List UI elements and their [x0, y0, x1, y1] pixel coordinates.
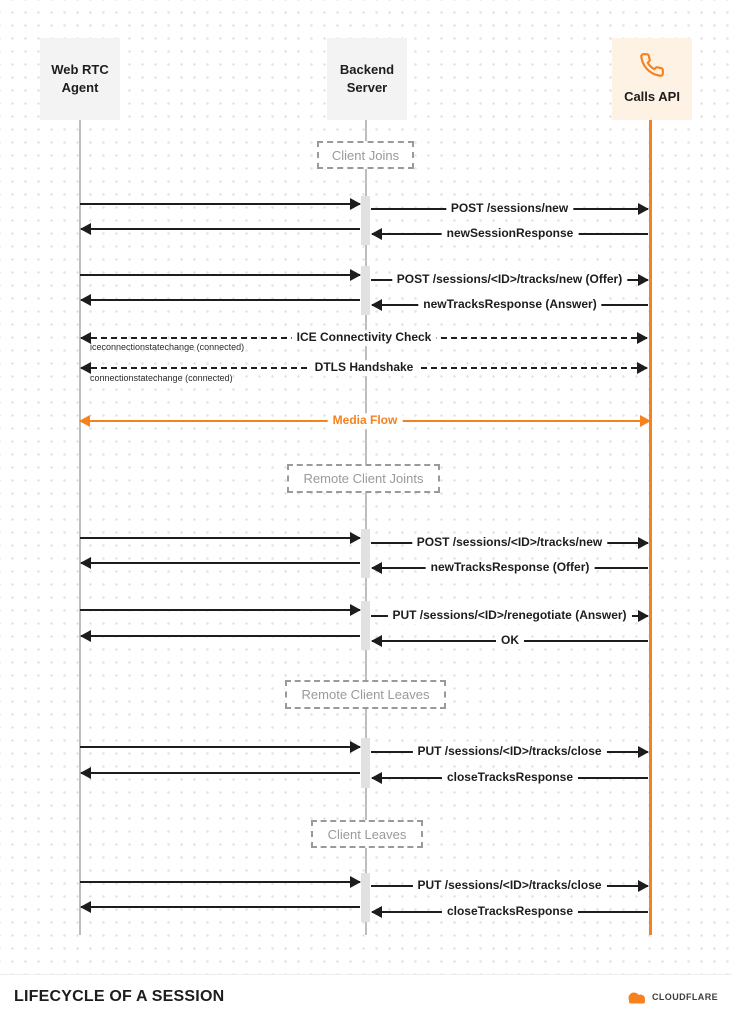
arrow-line — [80, 881, 360, 883]
cloudflare-cloud-icon — [628, 992, 645, 1004]
msg-label: PUT /sessions/<ID>/tracks/close — [412, 878, 607, 894]
activation-bar — [361, 873, 370, 922]
arrowhead-left-icon — [371, 906, 382, 918]
actor-calls-api: Calls API — [612, 38, 692, 120]
activation-bar — [361, 196, 370, 245]
arrowhead-right-icon — [350, 198, 361, 210]
arrowhead-right-icon — [640, 415, 651, 427]
arrowhead-left-icon — [80, 557, 91, 569]
activation-bar — [361, 601, 370, 650]
lifeline-web-rtc-agent — [79, 120, 81, 935]
arrowhead-right-icon — [638, 746, 649, 758]
msg-label: OK — [496, 633, 524, 649]
msg-label: POST /sessions/new — [445, 201, 574, 217]
section-label: Remote Client Joints — [303, 471, 424, 486]
actor-label-calls-api: Calls API — [624, 89, 680, 105]
msg-label: POST /sessions/<ID>/tracks/new — [411, 535, 608, 551]
section-label: Client Joins — [331, 147, 400, 163]
msg-label: PUT /sessions/<ID>/tracks/close — [412, 744, 607, 760]
arrowhead-left-icon — [371, 772, 382, 784]
msg-label: ICE Connectivity Check — [291, 330, 437, 346]
msg-label: DTLS Handshake — [309, 360, 419, 376]
activation-bar — [361, 738, 370, 788]
section-remote-client-joints: Remote Client Joints — [287, 464, 440, 493]
arrowhead-left-icon — [80, 294, 91, 306]
arrowhead-left-icon — [371, 299, 382, 311]
cloudflare-logo: CLOUDFLARE — [626, 990, 718, 1004]
arrowhead-left-icon — [80, 767, 91, 779]
arrowhead-left-icon — [80, 362, 91, 374]
actor-label-web-rtc-agent: Web RTC Agent — [51, 62, 109, 95]
arrowhead-left-icon — [79, 415, 90, 427]
arrow-line — [81, 635, 360, 637]
section-label: Client Leaves — [327, 826, 407, 842]
arrow-line — [81, 772, 360, 774]
page-title: LIFECYCLE OF A SESSION — [14, 988, 225, 1005]
phone-icon — [639, 52, 665, 83]
arrowhead-left-icon — [371, 228, 382, 240]
section-remote-client-leaves: Remote Client Leaves — [285, 680, 446, 709]
arrowhead-right-icon — [350, 876, 361, 888]
arrowhead-left-icon — [371, 635, 382, 647]
msg-label: newTracksResponse (Offer) — [425, 560, 595, 576]
msg-label: POST /sessions/<ID>/tracks/new (Offer) — [391, 272, 628, 288]
arrowhead-right-icon — [350, 269, 361, 281]
activation-bar — [361, 266, 370, 315]
msg-label: closeTracksResponse — [441, 904, 579, 920]
msg-label: newSessionResponse — [441, 226, 579, 242]
lifeline-calls-api — [649, 120, 652, 935]
section-label: Remote Client Leaves — [301, 687, 430, 702]
arrow-line — [80, 274, 360, 276]
actor-label-backend-server: Backend Server — [339, 62, 395, 95]
actor-backend-server: Backend Server — [327, 38, 407, 120]
lifeline-backend-server — [365, 120, 367, 935]
arrow-line — [80, 609, 360, 611]
arrow-line — [80, 203, 360, 205]
section-client-joins: Client Joins — [317, 141, 414, 169]
arrowhead-right-icon — [350, 604, 361, 616]
cloudflare-wordmark: CLOUDFLARE — [652, 992, 718, 1002]
arrow-line — [80, 746, 360, 748]
arrowhead-right-icon — [638, 203, 649, 215]
actor-web-rtc-agent: Web RTC Agent — [40, 38, 120, 120]
arrowhead-right-icon — [638, 274, 649, 286]
arrow-line — [80, 537, 360, 539]
msg-label: Media Flow — [327, 413, 403, 429]
arrowhead-right-icon — [638, 880, 649, 892]
arrow-line — [81, 228, 360, 230]
msg-label: closeTracksResponse — [441, 770, 579, 786]
arrowhead-left-icon — [80, 630, 91, 642]
arrowhead-right-icon — [350, 532, 361, 544]
arrowhead-left-icon — [80, 223, 91, 235]
note-connectionstatechange: connectionstatechange (connected) — [90, 373, 233, 383]
arrowhead-left-icon — [80, 332, 91, 344]
section-client-leaves: Client Leaves — [311, 820, 423, 848]
arrowhead-left-icon — [80, 901, 91, 913]
activation-bar — [361, 529, 370, 578]
arrowhead-right-icon — [638, 610, 649, 622]
msg-label: newTracksResponse (Answer) — [418, 297, 602, 313]
arrowhead-right-icon — [637, 362, 648, 374]
arrowhead-right-icon — [637, 332, 648, 344]
arrow-line — [81, 562, 360, 564]
arrowhead-left-icon — [371, 562, 382, 574]
arrow-line — [81, 906, 360, 908]
note-iceconnectionstatechange: iceconnectionstatechange (connected) — [90, 342, 245, 352]
arrowhead-right-icon — [638, 537, 649, 549]
footer: LIFECYCLE OF A SESSION CLOUDFLARE — [0, 974, 732, 1019]
arrowhead-right-icon — [350, 741, 361, 753]
arrow-line — [81, 299, 360, 301]
msg-label: PUT /sessions/<ID>/renegotiate (Answer) — [387, 608, 632, 624]
